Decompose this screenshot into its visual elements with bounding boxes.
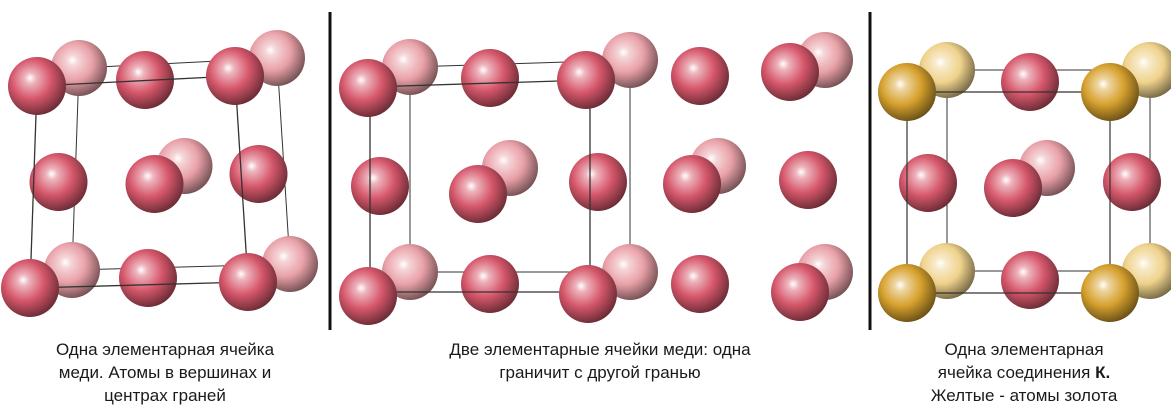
copper-atom-face <box>119 249 177 307</box>
copper-atom-face <box>461 49 519 107</box>
copper-atom-face <box>899 154 957 212</box>
copper-atom-face <box>29 153 88 211</box>
copper-atom-front <box>206 47 264 105</box>
copper-atom-front <box>219 253 277 311</box>
panel-2-caption: Две элементарные ячейки меди: одна грани… <box>340 338 860 384</box>
gold-atom-front <box>878 264 936 322</box>
copper-atom-back <box>382 244 438 300</box>
cell-edge-front <box>29 281 249 289</box>
copper-atom-face <box>229 145 288 203</box>
copper-atom-front <box>8 57 66 115</box>
caption-text: ячейка соединения <box>937 363 1096 382</box>
cell-edge-front <box>29 85 38 289</box>
panel-3-caption: Одна элементарная ячейка соединения К. Ж… <box>878 338 1170 407</box>
copper-atom-front <box>339 59 397 117</box>
cell-edge-front <box>234 75 249 283</box>
copper-atom-front <box>557 51 615 109</box>
caption-line: Одна элементарная ячейка <box>55 340 275 359</box>
panel-3-compound-k-unit-cell <box>878 42 1171 322</box>
copper-atom-face <box>461 255 519 313</box>
copper-atom-back <box>602 244 658 300</box>
copper-atom-front <box>761 43 819 101</box>
panel-2-two-copper-unit-cells <box>339 32 853 325</box>
copper-atom-front <box>1 259 59 317</box>
copper-atom-front <box>663 155 721 213</box>
caption-line: меди. Атомы в вершинах и <box>58 363 272 382</box>
caption-line: граничит с другой гранью <box>499 363 701 382</box>
crystal-structure-scene <box>1 12 1171 330</box>
copper-atom-front <box>339 267 397 325</box>
compound-label: К. <box>1095 363 1111 382</box>
gold-atom-front <box>878 63 936 121</box>
copper-atom-face <box>671 255 729 313</box>
copper-atom-face <box>671 47 729 105</box>
copper-atom-face <box>569 153 627 211</box>
copper-atom-back <box>602 32 658 88</box>
copper-atom-face <box>351 157 409 215</box>
copper-atom-front <box>984 159 1042 217</box>
copper-atom-front <box>125 155 184 213</box>
panel-1-copper-unit-cell <box>1 30 318 317</box>
gold-atom-front <box>1081 63 1139 121</box>
copper-atom-front <box>559 265 617 323</box>
copper-atom-front <box>449 165 507 223</box>
copper-atom-front <box>771 263 829 321</box>
cell-edge-front <box>369 79 591 88</box>
caption-line: Желтые - атомы золота <box>930 386 1118 405</box>
caption-line: центрах граней <box>104 386 226 405</box>
gold-atom-front <box>1081 264 1139 322</box>
cell-edge-front <box>36 75 236 87</box>
panel-1-caption: Одна элементарная ячейка меди. Атомы в в… <box>10 338 320 407</box>
copper-atom-face <box>1001 53 1059 111</box>
caption-line: Одна элементарная <box>944 340 1104 359</box>
copper-atom-face <box>1001 251 1059 309</box>
copper-atom-face <box>779 151 837 209</box>
copper-atom-face <box>1103 153 1161 211</box>
caption-line: ячейка соединения К. <box>878 361 1170 384</box>
caption-line: Две элементарные ячейки меди: одна <box>449 340 751 359</box>
